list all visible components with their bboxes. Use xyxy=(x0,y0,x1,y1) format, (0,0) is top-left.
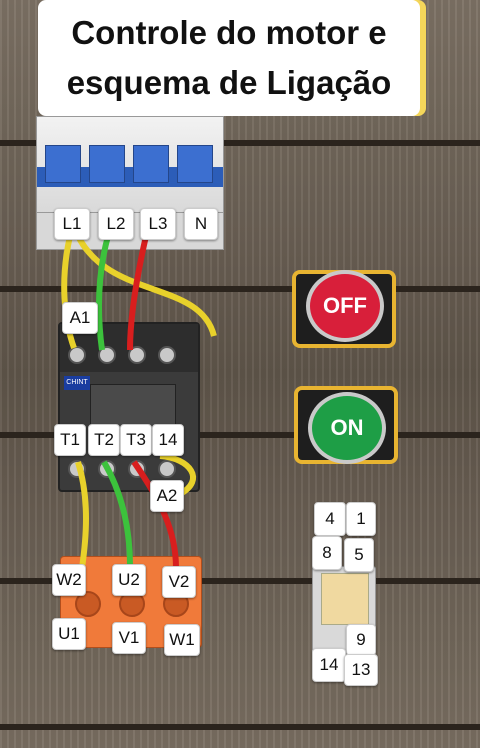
relay-label-14: 14 xyxy=(312,648,346,682)
label-w1: W1 xyxy=(164,624,200,656)
timer-relay xyxy=(312,566,376,654)
label-l3: L3 xyxy=(140,208,176,240)
wire-14-yellow xyxy=(159,453,196,497)
wire-l3-red xyxy=(127,235,149,351)
relay-label-8: 8 xyxy=(312,536,342,570)
label-u2: U2 xyxy=(112,564,146,596)
label-a1: A1 xyxy=(62,302,98,334)
screw-icon xyxy=(128,346,146,364)
relay-label-4: 4 xyxy=(314,502,346,536)
screw-icon xyxy=(98,346,116,364)
relay-label-9: 9 xyxy=(346,624,376,656)
label-v1: V1 xyxy=(112,622,146,654)
relay-coil xyxy=(321,573,369,625)
label-u1: U1 xyxy=(52,618,86,650)
relay-label-1: 1 xyxy=(346,502,376,536)
circuit-breaker xyxy=(36,116,224,214)
label-n: N xyxy=(184,208,218,240)
breaker-handle-bar[interactable] xyxy=(37,167,223,187)
screw-icon xyxy=(158,346,176,364)
label-t1: T1 xyxy=(54,424,86,456)
label-l1: L1 xyxy=(54,208,90,240)
contactor: CHINT xyxy=(58,322,200,492)
breaker-switch-3 xyxy=(133,145,169,183)
title-card: Controle do motor e esquema de Ligação xyxy=(38,0,420,116)
title-line-2: esquema de Ligação xyxy=(66,64,392,101)
breaker-switch-4 xyxy=(177,145,213,183)
on-button[interactable]: ON xyxy=(308,392,386,464)
title-line-1: Controle do motor e xyxy=(71,14,387,51)
wire-t2-green xyxy=(101,460,133,567)
wire-l2-green xyxy=(95,235,111,351)
label-14: 14 xyxy=(152,424,184,456)
breaker-switch-1 xyxy=(45,145,81,183)
wire-t3-red xyxy=(131,460,179,569)
label-l2: L2 xyxy=(98,208,134,240)
label-t3: T3 xyxy=(120,424,152,456)
screw-icon xyxy=(68,346,86,364)
relay-label-13: 13 xyxy=(344,654,378,686)
wire-t1-yellow xyxy=(75,461,89,569)
wire-l1-aux-yellow xyxy=(75,234,217,337)
label-v2: V2 xyxy=(162,566,196,598)
label-t2: T2 xyxy=(88,424,120,456)
screw-icon xyxy=(158,460,176,478)
wire-l1-yellow xyxy=(61,235,77,350)
label-a2: A2 xyxy=(150,480,184,512)
breaker-switch-2 xyxy=(89,145,125,183)
relay-label-5: 5 xyxy=(344,538,374,572)
off-button[interactable]: OFF xyxy=(306,270,384,342)
contactor-brand: CHINT xyxy=(64,376,90,390)
label-w2: W2 xyxy=(52,564,86,596)
